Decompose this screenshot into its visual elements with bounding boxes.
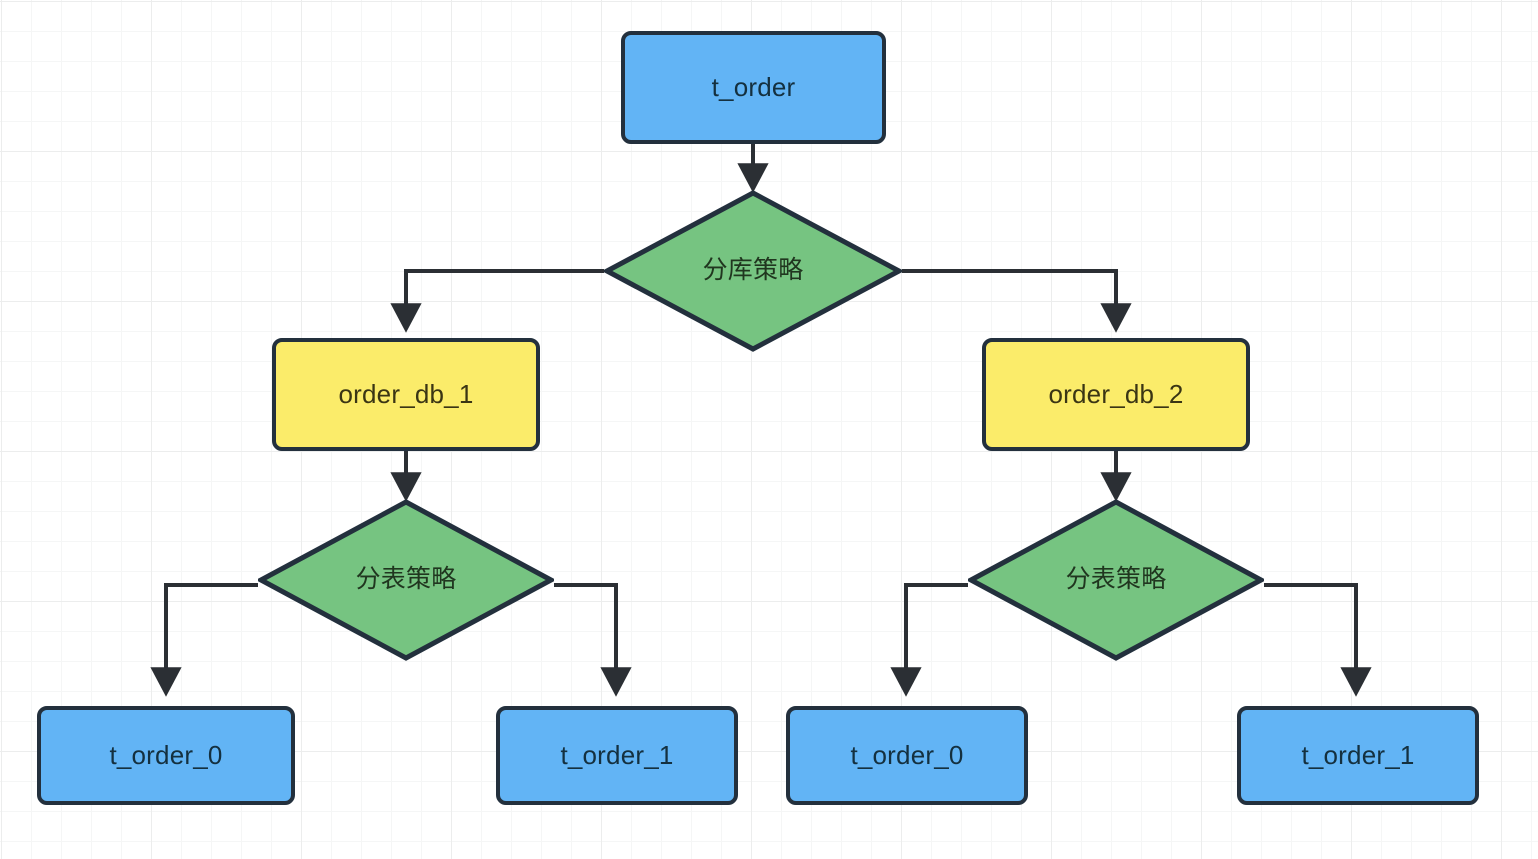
node-order-db-1[interactable]: order_db_1 <box>272 338 540 451</box>
node-leaf-t-order-0-right-label: t_order_0 <box>850 740 964 771</box>
node-t-order-label: t_order <box>711 72 796 103</box>
node-leaf-t-order-1-right-label: t_order_1 <box>1301 740 1415 771</box>
edge-table-strategy-left-to-leaf-2 <box>554 583 632 697</box>
node-db-strategy-label: 分库策略 <box>702 256 804 285</box>
node-leaf-t-order-1-left-label: t_order_1 <box>560 740 674 771</box>
node-leaf-t-order-0-left-label: t_order_0 <box>109 740 223 771</box>
edge-db-strategy-to-db-left <box>390 269 604 333</box>
node-db-strategy[interactable]: 分库策略 <box>604 190 902 352</box>
node-order-db-2[interactable]: order_db_2 <box>982 338 1250 451</box>
node-t-order[interactable]: t_order <box>621 31 886 144</box>
node-table-strategy-right[interactable]: 分表策略 <box>968 499 1264 661</box>
edge-db-strategy-to-db-right <box>902 269 1132 333</box>
table-strategy-right-diamond-shape <box>968 499 1264 661</box>
node-order-db-2-label: order_db_2 <box>1048 379 1184 410</box>
node-leaf-t-order-1-left[interactable]: t_order_1 <box>496 706 738 805</box>
edge-table-strategy-right-to-leaf-3 <box>890 583 968 697</box>
node-leaf-t-order-0-left[interactable]: t_order_0 <box>37 706 295 805</box>
edge-table-strategy-left-to-leaf-1 <box>150 583 258 697</box>
node-table-strategy-left[interactable]: 分表策略 <box>258 499 554 661</box>
table-strategy-left-diamond-shape <box>258 499 554 661</box>
node-leaf-t-order-0-right[interactable]: t_order_0 <box>786 706 1028 805</box>
node-order-db-1-label: order_db_1 <box>338 379 474 410</box>
db-strategy-diamond-shape <box>604 190 902 352</box>
node-table-strategy-right-label: 分表策略 <box>1065 565 1167 594</box>
edge-table-strategy-right-to-leaf-4 <box>1264 583 1372 697</box>
node-leaf-t-order-1-right[interactable]: t_order_1 <box>1237 706 1479 805</box>
node-table-strategy-left-label: 分表策略 <box>355 565 457 594</box>
